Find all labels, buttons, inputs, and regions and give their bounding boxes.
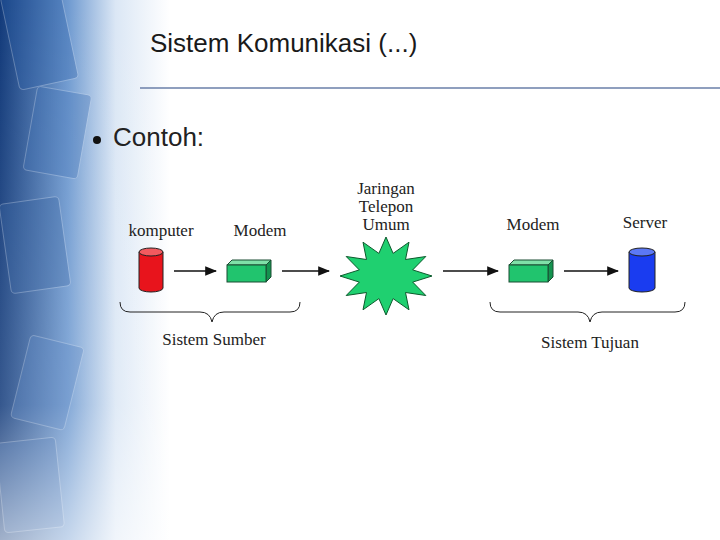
network-starburst <box>339 236 433 316</box>
database-cylinder <box>628 247 656 293</box>
node-label: Modem <box>234 222 287 240</box>
arrow-connector <box>443 270 498 272</box>
group-label: Sistem Tujuan <box>480 333 700 353</box>
network-node: Jaringan Telepon Umum <box>335 180 438 318</box>
modem-box <box>508 259 554 283</box>
brace <box>490 302 685 322</box>
slide-title: Sistem Komunikasi (...) <box>150 28 417 59</box>
brace <box>120 302 300 322</box>
modem-node: Modem <box>224 222 296 285</box>
title-rule <box>140 87 720 89</box>
bullet <box>93 136 101 144</box>
arrow-connector <box>174 270 216 272</box>
database-cylinder <box>138 247 164 293</box>
arrow-connector <box>564 270 618 272</box>
modem-node: Modem <box>503 216 564 285</box>
node-label: Jaringan Telepon Umum <box>339 180 434 234</box>
computer-node: komputer <box>124 222 197 295</box>
modem-box <box>226 259 272 283</box>
node-label: komputer <box>128 222 193 240</box>
side-panel <box>0 0 170 540</box>
arrow-connector <box>282 270 329 272</box>
computer-node: Server <box>619 214 671 295</box>
bullet-text: Contoh: <box>113 122 204 153</box>
group-label: Sistem Sumber <box>104 330 324 350</box>
node-label: Modem <box>507 216 560 234</box>
node-label: Server <box>623 214 667 232</box>
